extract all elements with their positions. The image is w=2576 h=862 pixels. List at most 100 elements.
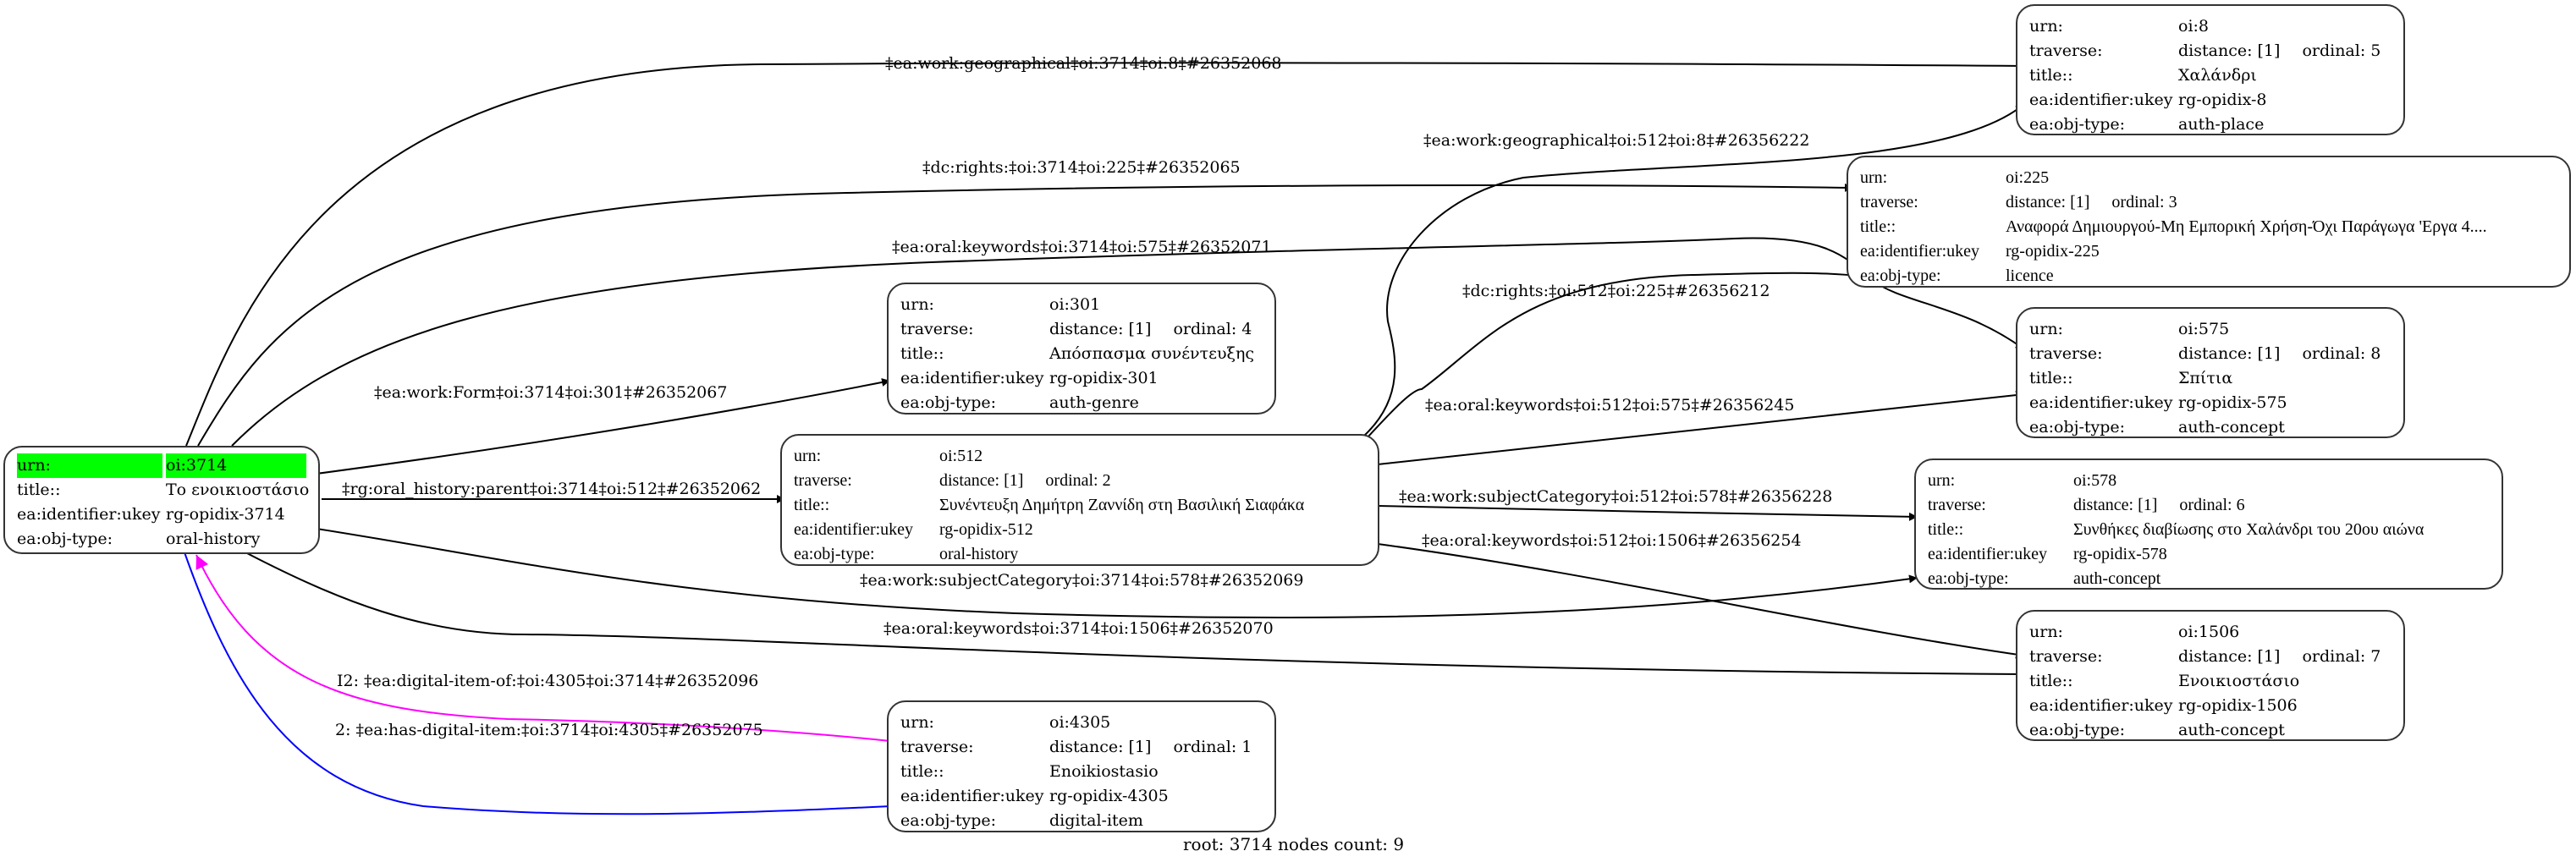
node-row-traverse: traverse:distance: [1]ordinal: 4 — [900, 317, 1263, 342]
node-value: rg-opidix-512 — [939, 520, 1033, 539]
graph-node-root[interactable]: urn: oi:3714 title:: Το ενοικιοστάσιο ea… — [3, 446, 320, 554]
graph-node-oi-301[interactable]: urn:oi:301 traverse:distance: [1]ordinal… — [887, 283, 1276, 415]
edge-label-e7: ‡ea:oral:keywords‡oi:3714‡oi:1506‡#26352… — [883, 619, 1274, 638]
node-key: urn: — [794, 447, 822, 465]
node-row-traverse: traverse:distance: [1]ordinal: 1 — [900, 735, 1263, 760]
node-row-title: title:: Το ενοικιοστάσιο — [17, 478, 310, 502]
node-row-title: title::Χαλάνδρι — [2029, 63, 2392, 88]
node-row-traverse: traverse:distance: [1]ordinal: 6 — [1928, 493, 2490, 518]
node-row-title: title::Συνέντευξη Δημήτρη Ζαννίδη στη Βα… — [794, 493, 1366, 518]
node-value: auth-concept — [2073, 569, 2161, 588]
node-row-traverse: traverse:distance: [1]ordinal: 7 — [2029, 645, 2392, 669]
node-value: Το ενοικιοστάσιο — [166, 480, 310, 499]
node-row-traverse: traverse:distance: [1]ordinal: 5 — [2029, 39, 2392, 63]
node-distance: distance: [1] — [2073, 496, 2158, 514]
node-key: title:: — [17, 480, 61, 499]
node-key: title:: — [1928, 520, 1964, 539]
node-key: traverse: — [900, 738, 974, 756]
graph-node-oi-578[interactable]: urn:oi:578 traverse:distance: [1]ordinal… — [1914, 458, 2503, 590]
edge-e1[interactable] — [185, 61, 2025, 447]
edge-label-e2: ‡dc:rights:‡oi:3714‡oi:225‡#26352065 — [922, 158, 1241, 177]
node-key: ea:identifier:ukey — [1860, 242, 1980, 261]
node-key: ea:obj-type: — [2029, 418, 2126, 436]
node-row-urn: urn: oi:8 — [2029, 14, 2392, 39]
node-key: ea:obj-type: — [2029, 115, 2126, 134]
node-value: oi:301 — [1049, 295, 1101, 314]
edge-e14[interactable] — [1377, 543, 2025, 659]
graph-node-oi-225[interactable]: urn:oi:225 traverse:distance: [1]ordinal… — [1847, 156, 2571, 288]
edge-e2[interactable] — [197, 183, 1854, 447]
edge-e6[interactable] — [316, 528, 1918, 618]
edge-label-e9: 2: ‡ea:has-digital-item:‡oi:3714‡oi:4305… — [335, 721, 763, 739]
edge-e7[interactable] — [245, 552, 2025, 678]
node-value: rg-opidix-578 — [2073, 545, 2167, 563]
node-key: ea:obj-type: — [1928, 569, 2009, 588]
node-value: auth-place — [2178, 115, 2265, 134]
graph-node-oi-4305[interactable]: urn:oi:4305 traverse:distance: [1]ordina… — [887, 700, 1276, 832]
edge-e8[interactable] — [195, 554, 891, 742]
node-value: oi:575 — [2178, 320, 2230, 338]
node-value: auth-concept — [2178, 721, 2285, 739]
edge-e12[interactable] — [1377, 391, 2025, 465]
node-value: Enoikiostasio — [1049, 762, 1159, 781]
node-value: Αναφορά Δημιουργού-Μη Εμπορική Χρήση-Όχι… — [2006, 217, 2487, 236]
node-value: oi:1506 — [2178, 623, 2240, 641]
node-value: Συνέντευξη Δημήτρη Ζαννίδη στη Βασιλική … — [939, 496, 1305, 514]
node-key: title:: — [2029, 369, 2073, 387]
edge-e4[interactable] — [316, 378, 891, 475]
node-key: ea:obj-type: — [2029, 721, 2126, 739]
edge-e9[interactable] — [184, 552, 911, 815]
node-ordinal: ordinal: 3 — [2111, 193, 2177, 211]
node-value: Απόσπασμα συνέντευξης — [1049, 344, 1254, 363]
node-value: licence — [2006, 266, 2054, 285]
graph-node-oi-8[interactable]: urn: oi:8 traverse:distance: [1]ordinal: … — [2016, 4, 2405, 135]
node-key: urn: — [2029, 17, 2063, 36]
graph-node-oi-512[interactable]: urn:oi:512 traverse:distance: [1]ordinal… — [780, 434, 1379, 566]
node-ordinal: ordinal: 2 — [1045, 471, 1111, 490]
graph-node-oi-575[interactable]: urn:oi:575 traverse:distance: [1]ordinal… — [2016, 307, 2405, 438]
node-value: Χαλάνδρι — [2178, 66, 2257, 85]
node-distance: distance: [1] — [1049, 320, 1152, 338]
graph-node-oi-1506[interactable]: urn: oi:1506 traverse:distance: [1]ordina… — [2016, 610, 2405, 741]
node-row-title: title::Enoikiostasio — [900, 760, 1263, 784]
node-row-urn: urn:oi:301 — [900, 293, 1263, 317]
node-key: urn: — [2029, 320, 2063, 338]
node-key: urn: — [2029, 623, 2063, 641]
node-key: ea:obj-type: — [1860, 266, 1941, 285]
node-row-title: title::Σπίτια — [2029, 366, 2392, 391]
node-key: title:: — [2029, 672, 2073, 690]
node-key: ea:obj-type: — [900, 811, 997, 830]
edge-label-e13: ‡ea:work:subjectCategory‡oi:512‡oi:578‡#… — [1399, 487, 1833, 506]
edge-e13[interactable] — [1377, 505, 1918, 521]
node-value: rg-opidix-4305 — [1049, 787, 1169, 805]
edge-e11[interactable] — [1367, 272, 1896, 438]
node-distance: distance: [1] — [939, 471, 1024, 490]
node-value: oi:8 — [2178, 17, 2210, 36]
edge-label-e4: ‡ea:work:Form‡oi:3714‡oi:301‡#26352067 — [374, 383, 728, 402]
node-key: title:: — [1860, 217, 1896, 236]
node-row-obj-type: ea:obj-type: auth-concept — [2029, 718, 2392, 743]
node-ordinal: ordinal: 4 — [1173, 320, 1252, 338]
node-row-obj-type: ea:obj-type: auth-place — [2029, 113, 2392, 137]
node-value: oral-history — [166, 530, 261, 548]
edge-label-e3: ‡ea:oral:keywords‡oi:3714‡oi:575‡#263520… — [892, 238, 1272, 256]
node-key: urn: — [1860, 168, 1888, 187]
node-key: title:: — [794, 496, 830, 514]
edge-e10[interactable] — [1363, 103, 2025, 436]
node-value: oi:225 — [2006, 168, 2050, 187]
node-row-ukey: ea:identifier:ukey rg-opidix-3714 — [17, 502, 306, 527]
node-value: oi:578 — [2073, 471, 2117, 490]
node-key: ea:identifier:ukey — [900, 369, 1044, 387]
edge-label-e5: ‡rg:oral_history:parent‡oi:3714‡oi:512‡#… — [342, 480, 762, 498]
node-row-obj-type: ea:obj-type: licence — [1860, 264, 2557, 288]
node-value: rg-opidix-8 — [2178, 91, 2267, 109]
node-value: Συνθήκες διαβίωσης στο Χαλάνδρι του 20ου… — [2073, 520, 2425, 539]
node-key: title:: — [900, 344, 944, 363]
node-value: rg-opidix-301 — [1049, 369, 1159, 387]
